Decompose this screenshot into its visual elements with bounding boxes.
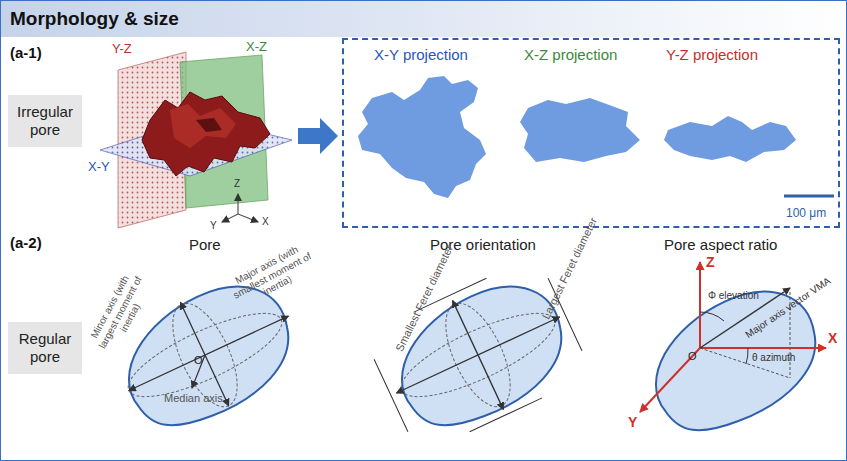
row-label-box: Regular pore	[8, 322, 82, 374]
feret-label: Smallest Feret diameter	[393, 243, 456, 353]
origin-label: O	[688, 350, 697, 363]
axis-label: Y	[210, 220, 217, 232]
panel-tag: (a-1)	[10, 44, 42, 61]
plane-label: X-Z	[246, 40, 267, 55]
plane-label: Y-Z	[112, 42, 132, 57]
axis-annotation: Major axis (with smallest moment of iner…	[223, 238, 320, 312]
diagram-title: Pore	[189, 236, 221, 253]
axis-label: X	[828, 330, 837, 346]
axis-label: Y	[628, 414, 637, 430]
projection-title: X-Y projection	[374, 46, 468, 63]
diagram-title: Pore aspect ratio	[664, 236, 777, 253]
origin-label: O	[194, 354, 203, 367]
projection-title: Y-Z projection	[666, 46, 758, 63]
panel-title: Morphology & size	[10, 8, 179, 30]
angle-label: θ azimuth	[752, 352, 795, 364]
scale-label: 100 μm	[786, 206, 826, 220]
row-label-box: Irregular pore	[8, 95, 82, 147]
axis-annotation: Minor axis (with largest moment of inert…	[81, 260, 158, 364]
axis-label: Z	[706, 254, 715, 270]
row-label: Irregular pore	[12, 103, 78, 139]
projection-title: X-Z projection	[524, 46, 617, 63]
axis-label: X	[262, 216, 269, 228]
projection-box: X-Y projection X-Z projection Y-Z projecti…	[342, 38, 840, 228]
feret-label: Largest Feret diameter	[540, 216, 600, 322]
panel-tag: (a-2)	[10, 234, 42, 251]
axis-label: Z	[234, 178, 240, 190]
vector-label: Major axis vector VMA	[743, 275, 832, 340]
row-label: Regular pore	[12, 330, 78, 366]
angle-label: Φ elevation	[708, 290, 759, 302]
axis-annotation: Median axis	[164, 392, 223, 405]
plane-label: X-Y	[88, 160, 110, 175]
